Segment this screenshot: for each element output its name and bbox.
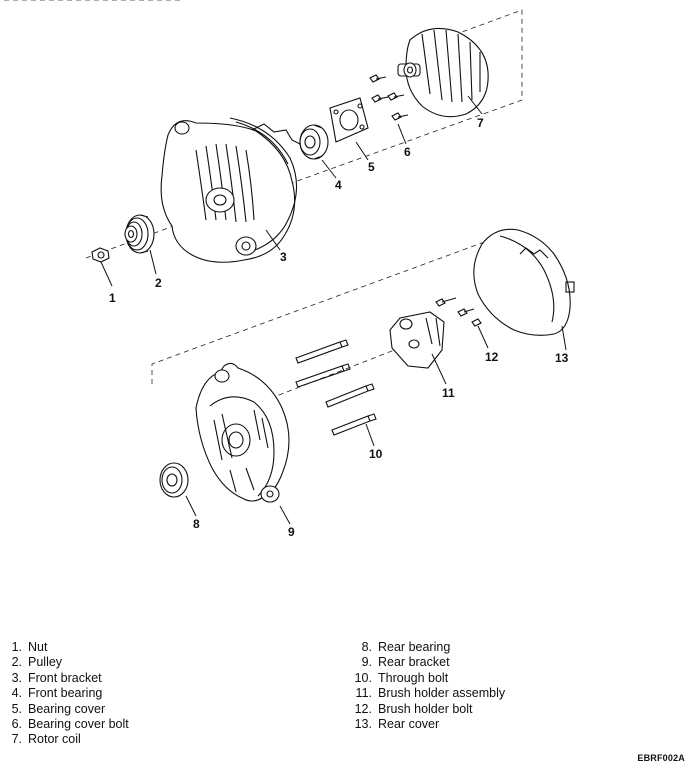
legend-item: 3.Front bracket (11, 670, 102, 685)
part-pulley (124, 214, 155, 254)
callout-3: 3 (280, 250, 287, 264)
exploded-alternator-diagram: 1 2 3 4 5 6 7 8 9 10 11 12 13 (0, 0, 575, 539)
legend-item: 11.Brush holder assembly (355, 686, 506, 701)
legend-item: 2.Pulley (11, 655, 63, 670)
callout-12: 12 (485, 350, 499, 364)
figure-code: EBRF002A (637, 753, 685, 763)
legend-item: 10.Through bolt (354, 670, 449, 685)
parts-legend-left: 1.Nut 2.Pulley 3.Front bracket 4.Front b… (8, 640, 129, 748)
part-nut (91, 247, 110, 263)
callout-1: 1 (109, 291, 116, 305)
callout-5: 5 (368, 160, 375, 174)
callout-2: 2 (155, 276, 162, 290)
parts-legend-right: 8.Rear bearing 9.Rear bracket 10.Through… (352, 640, 506, 732)
part-rear-bracket (195, 362, 290, 503)
legend-item: 13.Rear cover (354, 716, 440, 731)
callout-8: 8 (193, 517, 200, 531)
legend-item: 5.Bearing cover (11, 701, 106, 716)
callout-11: 11 (442, 386, 455, 400)
part-through-bolts (295, 339, 377, 436)
part-brush-holder-assembly (389, 311, 445, 369)
part-brush-holder-bolts (435, 297, 482, 327)
part-rear-cover (473, 228, 575, 336)
part-bearing-cover-bolts (369, 74, 409, 121)
assembly-axis-lines (0, 0, 523, 419)
legend-item: 9.Rear bracket (361, 655, 450, 670)
legend-item: 1.Nut (11, 640, 48, 654)
legend-item: 6.Bearing cover bolt (11, 716, 129, 731)
callout-numbers: 1 2 3 4 5 6 7 8 9 10 11 12 13 (109, 116, 569, 539)
legend-item: 12.Brush holder bolt (354, 701, 473, 716)
callout-4: 4 (335, 178, 342, 192)
part-rear-bearing (159, 462, 189, 498)
part-front-bearing (299, 124, 329, 160)
callout-7: 7 (477, 116, 484, 130)
legend-item: 8.Rear bearing (361, 640, 451, 654)
callout-9: 9 (288, 525, 295, 539)
legend-item: 4.Front bearing (11, 686, 103, 701)
callout-6: 6 (404, 145, 411, 159)
part-front-bracket (160, 117, 301, 263)
leader-lines (100, 95, 567, 525)
part-rotor-coil (397, 27, 489, 118)
callout-10: 10 (369, 447, 383, 461)
part-bearing-cover (329, 97, 369, 143)
callout-13: 13 (555, 351, 569, 365)
legend-item: 7.Rotor coil (11, 732, 81, 747)
